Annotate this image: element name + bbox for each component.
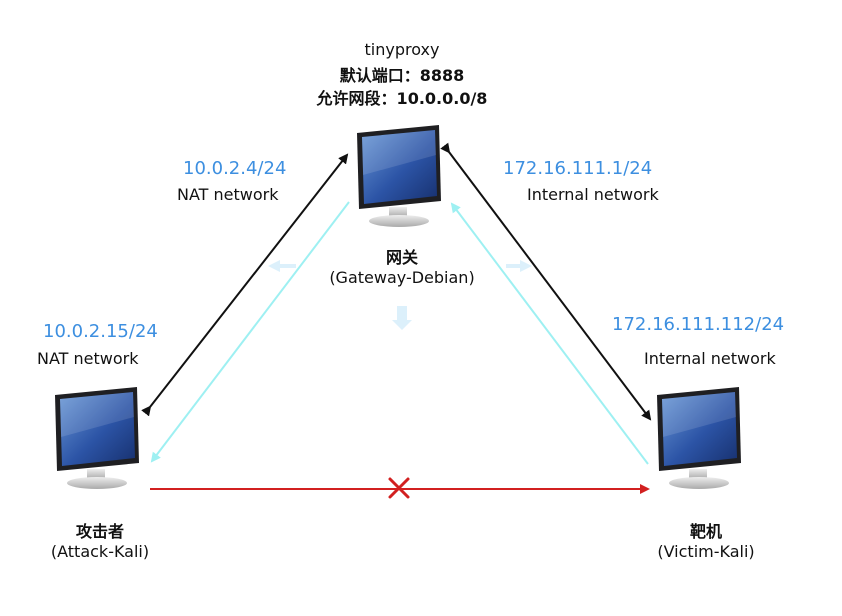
link-gateway-victim [440, 142, 652, 421]
flow-gateway-to-attacker [150, 201, 350, 463]
victim-network: Internal network [644, 349, 776, 368]
gateway-title: 网关 [385, 248, 419, 267]
gateway-right-network: Internal network [527, 185, 659, 204]
proxy-allowed-subnet: 允许网段：10.0.0.0/8 [316, 89, 488, 108]
gateway-left-network: NAT network [177, 185, 279, 204]
faint-arrow-icon [268, 260, 532, 330]
attacker-network: NAT network [37, 349, 139, 368]
link-attacker-gateway [141, 153, 349, 417]
attacker-ip: 10.0.2.15/24 [43, 321, 158, 342]
victim-subtitle: (Victim-Kali) [657, 542, 755, 561]
proxy-port: 默认端口：8888 [339, 66, 465, 85]
monitor-icon [55, 387, 139, 489]
attacker-subtitle: (Attack-Kali) [50, 542, 150, 561]
monitor-icon [357, 125, 441, 227]
gateway-subtitle: (Gateway-Debian) [329, 268, 475, 287]
monitor-icon [657, 387, 741, 489]
cross-icon [388, 477, 410, 499]
victim-title: 靶机 [689, 522, 723, 541]
gateway-right-ip: 172.16.111.1/24 [503, 158, 653, 179]
attacker-title: 攻击者 [75, 522, 125, 541]
proxy-name: tinyproxy [364, 40, 440, 59]
victim-ip: 172.16.111.112/24 [612, 314, 785, 335]
flow-victim-to-gateway [450, 202, 649, 465]
gateway-left-ip: 10.0.2.4/24 [183, 158, 287, 179]
